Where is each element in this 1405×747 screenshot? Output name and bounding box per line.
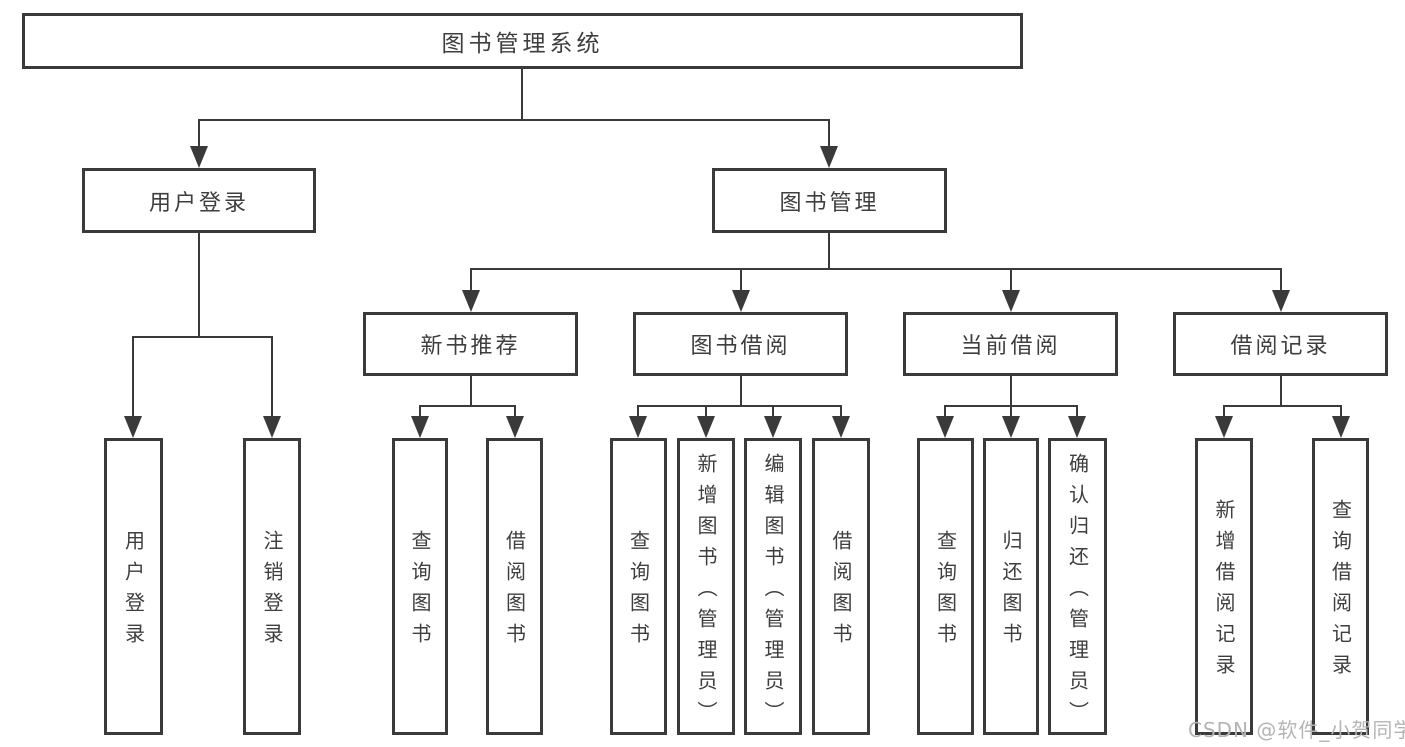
module-box-borrow-record: 借阅记录: [1173, 312, 1388, 376]
leaf-box-edit-book-admin: 编辑图书（管理员）: [744, 438, 802, 735]
connector-rail-new-book: [420, 405, 515, 407]
leaf-box-current-query-label: 查询图书: [933, 530, 958, 654]
connector-rail-book-borrow: [638, 405, 841, 407]
connector-stem-user-login: [198, 231, 200, 338]
leaf-box-add-borrow-record-label: 新增借阅记录: [1212, 499, 1236, 685]
connector-rail-user-login: [133, 336, 272, 338]
branch-box-user-login: 用户登录: [82, 168, 316, 233]
connector-arrow-to-leaf-add-record: [1215, 405, 1233, 438]
leaf-box-confirm-return-admin: 确认归还（管理员）: [1048, 438, 1107, 735]
branch-box-user-login-label: 用户登录: [148, 190, 249, 216]
root-box-label: 图书管理系统: [441, 31, 604, 57]
connector-arrow-to-leaf-confirm-return: [1068, 405, 1086, 438]
connector-rail-borrow-record: [1224, 405, 1341, 407]
module-box-book-borrow-label: 图书借阅: [690, 334, 791, 359]
connector-arrow-to-book-borrow: [732, 268, 750, 312]
branch-box-book-management-label: 图书管理: [779, 190, 880, 216]
leaf-box-borrow-book-label: 借阅图书: [829, 530, 853, 654]
connector-rail-level3: [471, 268, 1281, 270]
leaf-box-user-login-label: 用户登录: [121, 530, 146, 654]
connector-arrow-to-leaf-newbook-query: [411, 405, 429, 438]
connector-arrow-to-leaf-borrow-query: [629, 405, 647, 438]
module-box-current-borrow: 当前借阅: [903, 312, 1118, 376]
leaf-box-newbook-query-label: 查询图书: [408, 530, 432, 654]
leaf-box-add-book-admin: 新增图书（管理员）: [677, 438, 735, 735]
connector-arrow-to-leaf-edit-book: [764, 405, 782, 438]
connector-arrow-to-book-management: [820, 119, 838, 168]
module-box-book-borrow: 图书借阅: [633, 312, 848, 376]
connector-arrow-to-borrow-record: [1272, 268, 1290, 312]
branch-box-book-management: 图书管理: [712, 168, 947, 233]
connector-stem-borrow-record: [1280, 374, 1282, 407]
connector-stem-current-borrow: [1010, 374, 1012, 407]
root-box-library-system: 图书管理系统: [22, 13, 1023, 69]
connector-arrow-to-user-login: [190, 119, 208, 168]
connector-arrow-to-leaf-return-book: [1002, 405, 1020, 438]
leaf-box-newbook-query: 查询图书: [392, 438, 448, 735]
connector-arrow-to-leaf-logout: [263, 336, 281, 438]
leaf-box-query-borrow-record: 查询借阅记录: [1312, 438, 1369, 735]
module-box-new-book-recommend-label: 新书推荐: [420, 334, 521, 359]
connector-arrow-to-leaf-user-login: [124, 336, 142, 438]
connector-arrow-to-leaf-query-record: [1332, 405, 1350, 438]
connector-stem-root: [521, 68, 523, 121]
connector-arrow-to-new-book: [462, 268, 480, 312]
leaf-box-query-borrow-record-label: 查询借阅记录: [1328, 499, 1353, 685]
leaf-box-edit-book-admin-label: 编辑图书（管理员）: [761, 452, 785, 732]
leaf-box-newbook-borrow-label: 借阅图书: [502, 530, 527, 654]
connector-arrow-to-leaf-add-book: [697, 405, 715, 438]
watermark-text: CSDN @软件_小贺同学: [1188, 718, 1405, 742]
connector-arrow-to-leaf-borrow-book: [832, 405, 850, 438]
leaf-box-logout: 注销登录: [243, 438, 301, 735]
module-box-new-book-recommend: 新书推荐: [363, 312, 578, 376]
leaf-box-user-login: 用户登录: [104, 438, 163, 735]
module-box-borrow-record-label: 借阅记录: [1230, 334, 1331, 359]
leaf-box-confirm-return-admin-label: 确认归还（管理员）: [1065, 452, 1090, 732]
leaf-box-add-borrow-record: 新增借阅记录: [1195, 438, 1253, 735]
connector-rail-level2: [199, 119, 829, 121]
module-box-current-borrow-label: 当前借阅: [960, 334, 1061, 359]
connector-stem-book-borrow: [740, 374, 742, 407]
leaf-box-borrow-query: 查询图书: [610, 438, 667, 735]
connector-arrow-to-leaf-newbook-borrow: [506, 405, 524, 438]
connector-arrow-to-leaf-current-query: [936, 405, 954, 438]
leaf-box-logout-label: 注销登录: [260, 530, 284, 654]
leaf-box-return-book: 归还图书: [983, 438, 1039, 735]
leaf-box-add-book-admin-label: 新增图书（管理员）: [694, 452, 718, 732]
leaf-box-borrow-book: 借阅图书: [812, 438, 870, 735]
leaf-box-return-book-label: 归还图书: [999, 530, 1023, 654]
leaf-box-current-query: 查询图书: [917, 438, 974, 735]
connector-stem-book-management: [828, 231, 830, 270]
connector-stem-new-book: [470, 374, 472, 407]
leaf-box-borrow-query-label: 查询图书: [626, 530, 651, 654]
connector-arrow-to-current-borrow: [1002, 268, 1020, 312]
leaf-box-newbook-borrow: 借阅图书: [486, 438, 543, 735]
